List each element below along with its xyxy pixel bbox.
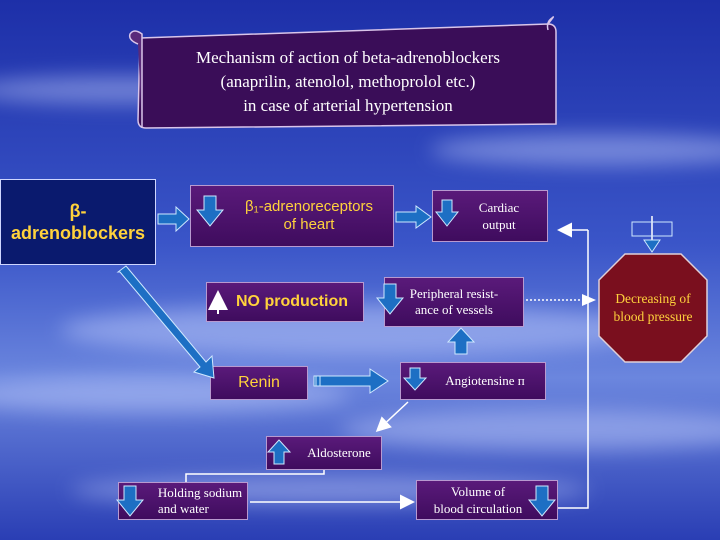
beta1-receptors-label: β₁-adrenoreceptors of heart <box>245 198 373 233</box>
aldosterone-label: Aldosterone <box>307 445 371 460</box>
node-angiotensine: Angiotensine п <box>400 362 546 400</box>
down-arrow-sodium <box>115 485 145 517</box>
holding-sodium-label: Holding sodium and water <box>157 485 243 516</box>
arrow-blockers-to-renin <box>116 265 215 379</box>
down-arrow-angiotensine <box>402 367 428 391</box>
arrow-receptors-to-cardiac <box>395 205 432 229</box>
peripheral-resistance-label: Peripheral resist- ance of vessels <box>409 286 499 317</box>
node-renin: Renin <box>210 366 308 400</box>
node-beta-adrenoblockers: β- adrenoblockers <box>0 179 156 265</box>
up-arrow-angiotensine-to-peripheral <box>446 327 476 355</box>
up-arrow-aldosterone <box>266 439 292 465</box>
node-decreasing-bp: Decreasing of blood pressure <box>599 254 707 362</box>
connector-aldosterone-to-sodium <box>185 470 325 482</box>
node-aldosterone: Aldosterone <box>266 436 382 470</box>
node-beta1-receptors: β₁-adrenoreceptors of heart <box>190 185 394 247</box>
arrow-peripheral-to-bp <box>526 294 596 306</box>
no-production-label: NO production <box>236 293 348 310</box>
arrow-blockers-to-receptors <box>157 205 190 233</box>
volume-blood-label: Volume of blood circulation <box>433 484 523 516</box>
decreasing-bp-label: Decreasing of blood pressure <box>613 291 693 324</box>
down-arrow-volume <box>527 485 557 517</box>
connector-volume-to-loop <box>558 262 589 509</box>
title-box: Mechanism of action of beta-adrenoblocke… <box>148 38 548 126</box>
node-peripheral-resistance: Peripheral resist- ance of vessels <box>384 277 524 327</box>
down-arrow-receptors <box>195 195 225 227</box>
diagram-title: Mechanism of action of beta-adrenoblocke… <box>196 48 500 115</box>
down-arrow-cardiac <box>434 199 460 227</box>
down-arrow-peripheral <box>375 283 405 315</box>
node-no-production: NO production <box>206 282 364 322</box>
arrow-angiotensine-to-aldosterone <box>375 401 409 433</box>
angiotensine-label: Angiotensine п <box>445 373 525 388</box>
beta-adrenoblockers-label: β- adrenoblockers <box>10 201 146 243</box>
cardiac-output-label: Cardiac output <box>478 200 520 232</box>
arrow-renin-to-angiotensine <box>313 368 389 394</box>
renin-label: Renin <box>238 374 280 391</box>
connector-bp-to-cardiac <box>557 216 673 262</box>
